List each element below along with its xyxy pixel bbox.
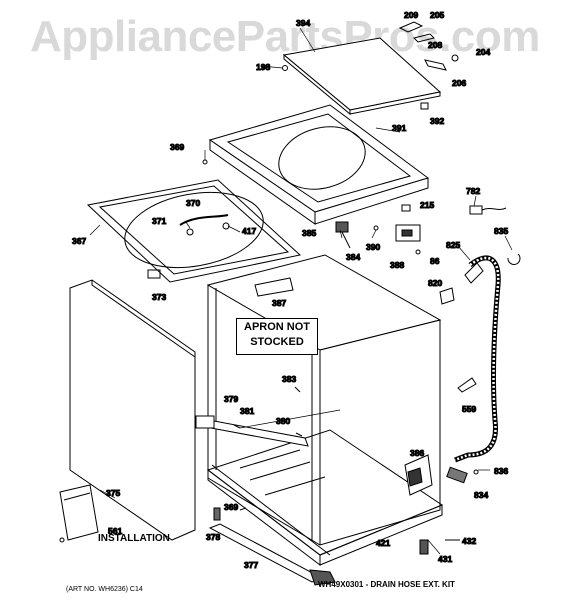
callout-381: 381 <box>240 406 254 416</box>
wire-harness-part[interactable] <box>469 205 507 215</box>
top-cover-part[interactable] <box>208 104 430 225</box>
drain-hose-part[interactable] <box>454 255 501 463</box>
brace-part[interactable] <box>195 415 309 447</box>
callout-208: 208 <box>428 40 442 50</box>
callout-204: 204 <box>476 47 490 57</box>
apron-note-line1: APRON NOT <box>244 321 310 333</box>
toe-strip-part[interactable] <box>208 523 336 586</box>
cabinet-part[interactable] <box>206 254 442 556</box>
lid-switch-parts[interactable] <box>335 204 421 255</box>
installation-label: INSTALLATION <box>98 533 170 544</box>
callout-559: 559 <box>462 404 476 414</box>
callout-421: 421 <box>376 538 390 548</box>
callout-561: 561 <box>108 526 122 536</box>
leveling-leg-part[interactable] <box>419 539 460 555</box>
apron-note-box: APRON NOT STOCKED <box>236 318 318 355</box>
drain-hose-kit-note: WH49X0301 - DRAIN HOSE EXT. KIT <box>318 580 455 589</box>
hose-guide-part[interactable] <box>439 287 455 305</box>
callout-369-bottom: 369 <box>224 502 238 512</box>
callout-391: 391 <box>392 123 406 133</box>
callout-383: 383 <box>282 374 296 384</box>
bracket-part[interactable] <box>404 454 433 496</box>
callout-384: 384 <box>346 252 360 262</box>
leg-part[interactable] <box>213 507 221 521</box>
callout-392: 392 <box>430 116 444 126</box>
art-number: (ART NO. WH6236) C14 <box>66 586 143 593</box>
callout-215: 215 <box>420 200 434 210</box>
callout-labels: 394 209 205 208 204 198 206 392 391 369 … <box>72 10 509 571</box>
coupling-part[interactable] <box>446 466 479 484</box>
callout-417: 417 <box>242 226 256 236</box>
callout-377: 377 <box>244 560 258 570</box>
watermark: AppliancePartsPros.com <box>30 12 540 61</box>
callout-380: 380 <box>276 416 290 426</box>
callout-209: 209 <box>404 10 418 20</box>
callout-385: 385 <box>302 228 316 238</box>
callout-369-top: 369 <box>170 142 184 152</box>
callout-375: 375 <box>106 488 120 498</box>
leader-lines <box>89 27 513 555</box>
callout-206: 206 <box>452 78 466 88</box>
callout-198: 198 <box>256 62 270 72</box>
callout-370: 370 <box>186 198 200 208</box>
callout-373: 373 <box>152 292 166 302</box>
screw-parts[interactable] <box>233 386 303 511</box>
callout-820: 820 <box>428 278 442 288</box>
rod-part[interactable] <box>179 214 230 236</box>
callout-388: 388 <box>390 260 404 270</box>
callout-379: 379 <box>224 394 238 404</box>
callout-387: 387 <box>272 298 286 308</box>
lid-part[interactable] <box>282 37 442 116</box>
callout-432: 432 <box>462 536 476 546</box>
lid-hinge-parts[interactable] <box>282 21 459 110</box>
callout-835: 835 <box>494 226 508 236</box>
callout-782: 782 <box>466 186 480 196</box>
callout-825: 825 <box>446 240 460 250</box>
apron-note-line2: STOCKED <box>250 336 304 348</box>
callout-431: 431 <box>438 554 452 564</box>
suspension-frame-part[interactable] <box>86 159 302 283</box>
base-part[interactable] <box>206 429 444 567</box>
callout-86: 86 <box>430 256 440 266</box>
clip-part[interactable] <box>147 269 161 279</box>
callout-367: 367 <box>72 236 86 246</box>
callout-371: 371 <box>152 216 166 226</box>
callout-834: 834 <box>474 490 488 500</box>
callout-394: 394 <box>296 18 310 28</box>
callout-386: 386 <box>410 448 424 458</box>
installation-booklet[interactable] <box>59 484 99 543</box>
callout-205: 205 <box>430 10 444 20</box>
hose-bracket-part[interactable] <box>457 377 477 393</box>
hose-clamp-part[interactable] <box>507 253 521 265</box>
callout-836: 836 <box>494 466 508 476</box>
callout-378: 378 <box>206 532 220 542</box>
front-panel-part[interactable] <box>69 279 196 541</box>
callout-390: 390 <box>366 242 380 252</box>
